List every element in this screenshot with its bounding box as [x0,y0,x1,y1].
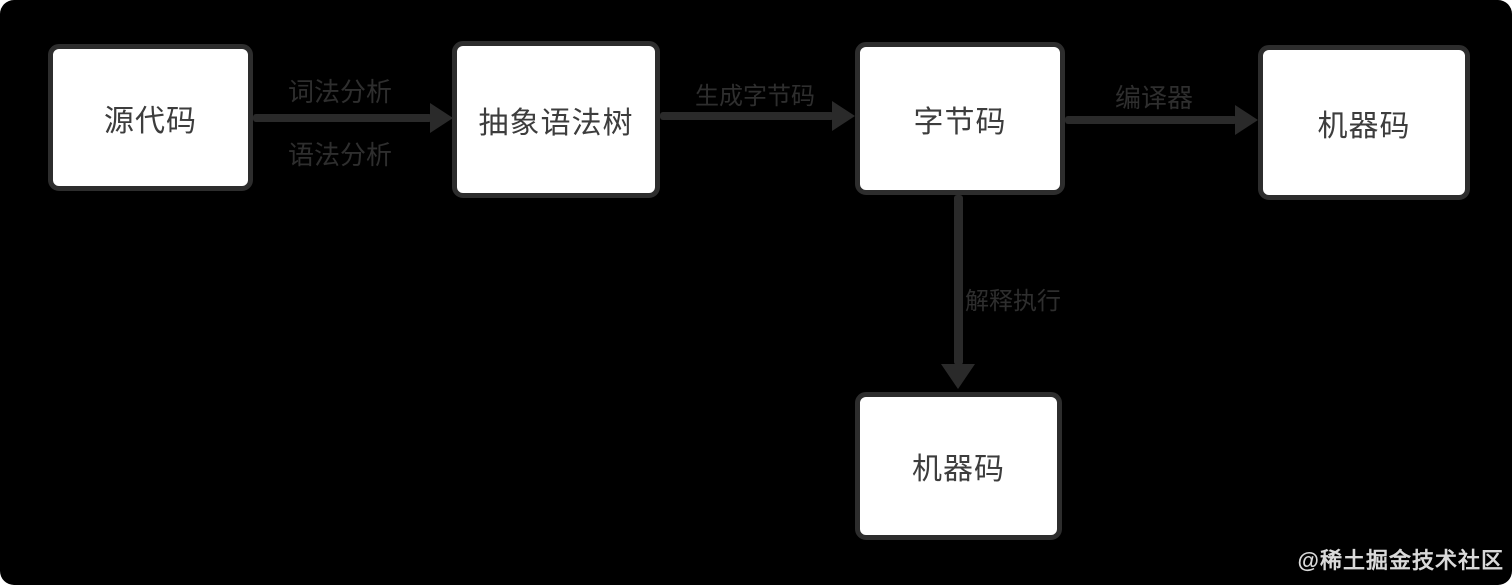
edge-label-syntax-analysis: 语法分析 [287,140,392,170]
edge-label-lexical-analysis: 词法分析 [287,77,392,107]
edge-ast-to-bytecode [660,112,834,120]
node-machine-code-right: 机器码 [1258,45,1470,200]
node-bytecode: 字节码 [855,42,1065,195]
edge-bytecode-to-machine-bottom [954,195,963,365]
edge-bytecode-to-machine-right [1065,116,1237,124]
node-machine-code-bottom: 机器码 [855,392,1062,540]
edge-label-generate-bytecode: 生成字节码 [695,83,815,110]
node-abstract-syntax-tree: 抽象语法树 [452,41,660,198]
arrowhead-right-icon [430,103,453,133]
node-source-code: 源代码 [48,44,253,191]
arrowhead-right-icon [1235,105,1258,135]
juejin-watermark: @稀土掘金技术社区 [1297,548,1504,573]
edge-source-to-ast [253,114,432,122]
edge-label-interpret-execute: 解释执行 [965,288,1061,315]
arrowhead-down-icon [941,364,975,389]
edge-label-compiler: 编译器 [1114,83,1193,113]
arrowhead-right-icon [832,101,855,131]
